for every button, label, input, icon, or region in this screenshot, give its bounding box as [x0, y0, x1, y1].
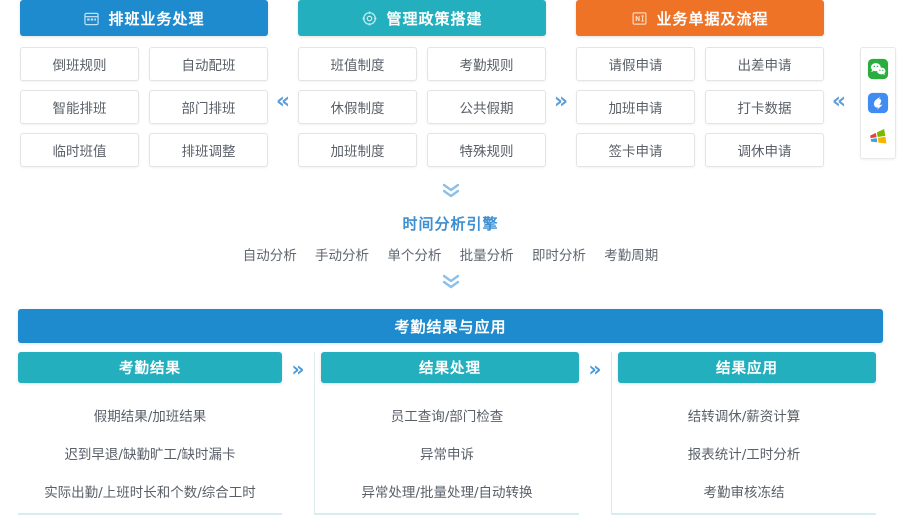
results-banner: 考勤结果与应用	[18, 309, 883, 343]
windows-icon[interactable]	[867, 126, 889, 148]
bottom-section: 考勤结果与应用 考勤结果 假期结果/加班结果 迟到早退/缺勤旷工/缺时漏卡 实际…	[0, 300, 901, 516]
separator-chevron-right-3: »	[588, 357, 602, 381]
panel-title: 排班业务处理	[108, 9, 205, 28]
cell-leave-request[interactable]: 请假申请	[576, 47, 695, 81]
engine-tag-single[interactable]: 单个分析	[387, 248, 442, 264]
result-line: 结转调休/薪资计算	[687, 409, 801, 425]
separator-chevron-right-2: »	[291, 357, 305, 381]
panel-header-scheduling: 排班业务处理	[20, 0, 268, 36]
cell-comp-leave-request[interactable]: 调休申请	[705, 133, 824, 167]
cell-leave-system[interactable]: 休假制度	[298, 90, 417, 124]
panel-documents: 业务单据及流程 请假申请 出差申请 加班申请 打卡数据 签卡申请 调休申请	[576, 0, 824, 167]
card-header-result-processing: 结果处理	[321, 352, 579, 383]
separator-chevron-right-1: »	[553, 89, 569, 114]
panel-title: 业务单据及流程	[656, 9, 769, 28]
card-result-processing: 结果处理 员工查询/部门检查 异常申诉 异常处理/批量处理/自动转换	[314, 352, 579, 515]
engine-tag-realtime[interactable]: 即时分析	[531, 248, 586, 264]
chevron-down-icon-bottom	[0, 273, 901, 295]
result-cards: 考勤结果 假期结果/加班结果 迟到早退/缺勤旷工/缺时漏卡 实际出勤/上班时长和…	[0, 352, 901, 515]
app-integration-rail	[860, 47, 896, 159]
separator-chevron-left-2: «	[831, 89, 847, 114]
engine-tag-batch[interactable]: 批量分析	[459, 248, 514, 264]
engine-tag-manual[interactable]: 手动分析	[315, 248, 370, 264]
result-line: 考勤审核冻结	[703, 485, 785, 501]
result-line: 员工查询/部门检查	[390, 409, 504, 425]
engine-tag-cycle[interactable]: 考勤周期	[604, 248, 659, 264]
panel-grid-policy: 班值制度 考勤规则 休假制度 公共假期 加班制度 特殊规则	[298, 47, 546, 167]
panel-header-policy: 管理政策搭建	[298, 0, 546, 36]
cell-special-rule[interactable]: 特殊规则	[427, 133, 546, 167]
cell-department-schedule[interactable]: 部门排班	[149, 90, 268, 124]
result-line: 异常申诉	[420, 447, 474, 463]
card-body-attendance-results: 假期结果/加班结果 迟到早退/缺勤旷工/缺时漏卡 实际出勤/上班时长和个数/综合…	[18, 405, 282, 501]
document-flow-icon	[631, 10, 647, 26]
result-line: 实际出勤/上班时长和个数/综合工时	[44, 485, 256, 501]
panel-grid-scheduling: 倒班规则 自动配班 智能排班 部门排班 临时班值 排班调整	[20, 47, 268, 167]
separator-chevron-left-1: «	[275, 89, 291, 114]
card-header-result-application: 结果应用	[618, 352, 876, 383]
cell-public-holiday[interactable]: 公共假期	[427, 90, 546, 124]
wechat-icon[interactable]	[867, 58, 889, 80]
result-line: 迟到早退/缺勤旷工/缺时漏卡	[64, 447, 236, 463]
cell-auto-assign[interactable]: 自动配班	[149, 47, 268, 81]
cell-overtime-system[interactable]: 加班制度	[298, 133, 417, 167]
card-body-result-application: 结转调休/薪资计算 报表统计/工时分析 考勤审核冻结	[612, 405, 876, 501]
engine-title: 时间分析引擎	[402, 215, 499, 233]
settings-gear-icon	[361, 10, 377, 26]
card-header-attendance-results: 考勤结果	[18, 352, 282, 383]
panel-title: 管理政策搭建	[386, 9, 483, 28]
engine-tag-auto[interactable]: 自动分析	[242, 248, 297, 264]
cell-shift-system[interactable]: 班值制度	[298, 47, 417, 81]
cell-temporary-shift[interactable]: 临时班值	[20, 133, 139, 167]
time-analysis-engine: 时间分析引擎 自动分析 手动分析 单个分析 批量分析 即时分析 考勤周期	[0, 182, 901, 300]
cell-sign-card-request[interactable]: 签卡申请	[576, 133, 695, 167]
cell-attendance-rule[interactable]: 考勤规则	[427, 47, 546, 81]
top-section: 排班业务处理 倒班规则 自动配班 智能排班 部门排班 临时班值 排班调整 « 管…	[0, 0, 901, 182]
cell-business-trip-request[interactable]: 出差申请	[705, 47, 824, 81]
cell-punch-data[interactable]: 打卡数据	[705, 90, 824, 124]
panel-grid-documents: 请假申请 出差申请 加班申请 打卡数据 签卡申请 调休申请	[576, 47, 824, 167]
dingtalk-icon[interactable]	[867, 92, 889, 114]
engine-tags: 自动分析 手动分析 单个分析 批量分析 即时分析 考勤周期	[0, 244, 901, 264]
card-body-result-processing: 员工查询/部门检查 异常申诉 异常处理/批量处理/自动转换	[315, 405, 579, 501]
panel-policy: 管理政策搭建 班值制度 考勤规则 休假制度 公共假期 加班制度 特殊规则	[298, 0, 546, 167]
cell-shift-rotation-rule[interactable]: 倒班规则	[20, 47, 139, 81]
calendar-icon	[83, 10, 99, 26]
result-line: 假期结果/加班结果	[93, 409, 207, 425]
cell-schedule-adjust[interactable]: 排班调整	[149, 133, 268, 167]
cell-smart-schedule[interactable]: 智能排班	[20, 90, 139, 124]
cell-overtime-request[interactable]: 加班申请	[576, 90, 695, 124]
card-attendance-results: 考勤结果 假期结果/加班结果 迟到早退/缺勤旷工/缺时漏卡 实际出勤/上班时长和…	[18, 352, 282, 515]
card-result-application: 结果应用 结转调休/薪资计算 报表统计/工时分析 考勤审核冻结	[611, 352, 876, 515]
result-line: 报表统计/工时分析	[687, 447, 801, 463]
chevron-down-icon-top	[0, 182, 901, 204]
panel-header-documents: 业务单据及流程	[576, 0, 824, 36]
panel-scheduling: 排班业务处理 倒班规则 自动配班 智能排班 部门排班 临时班值 排班调整	[20, 0, 268, 167]
result-line: 异常处理/批量处理/自动转换	[361, 485, 533, 501]
